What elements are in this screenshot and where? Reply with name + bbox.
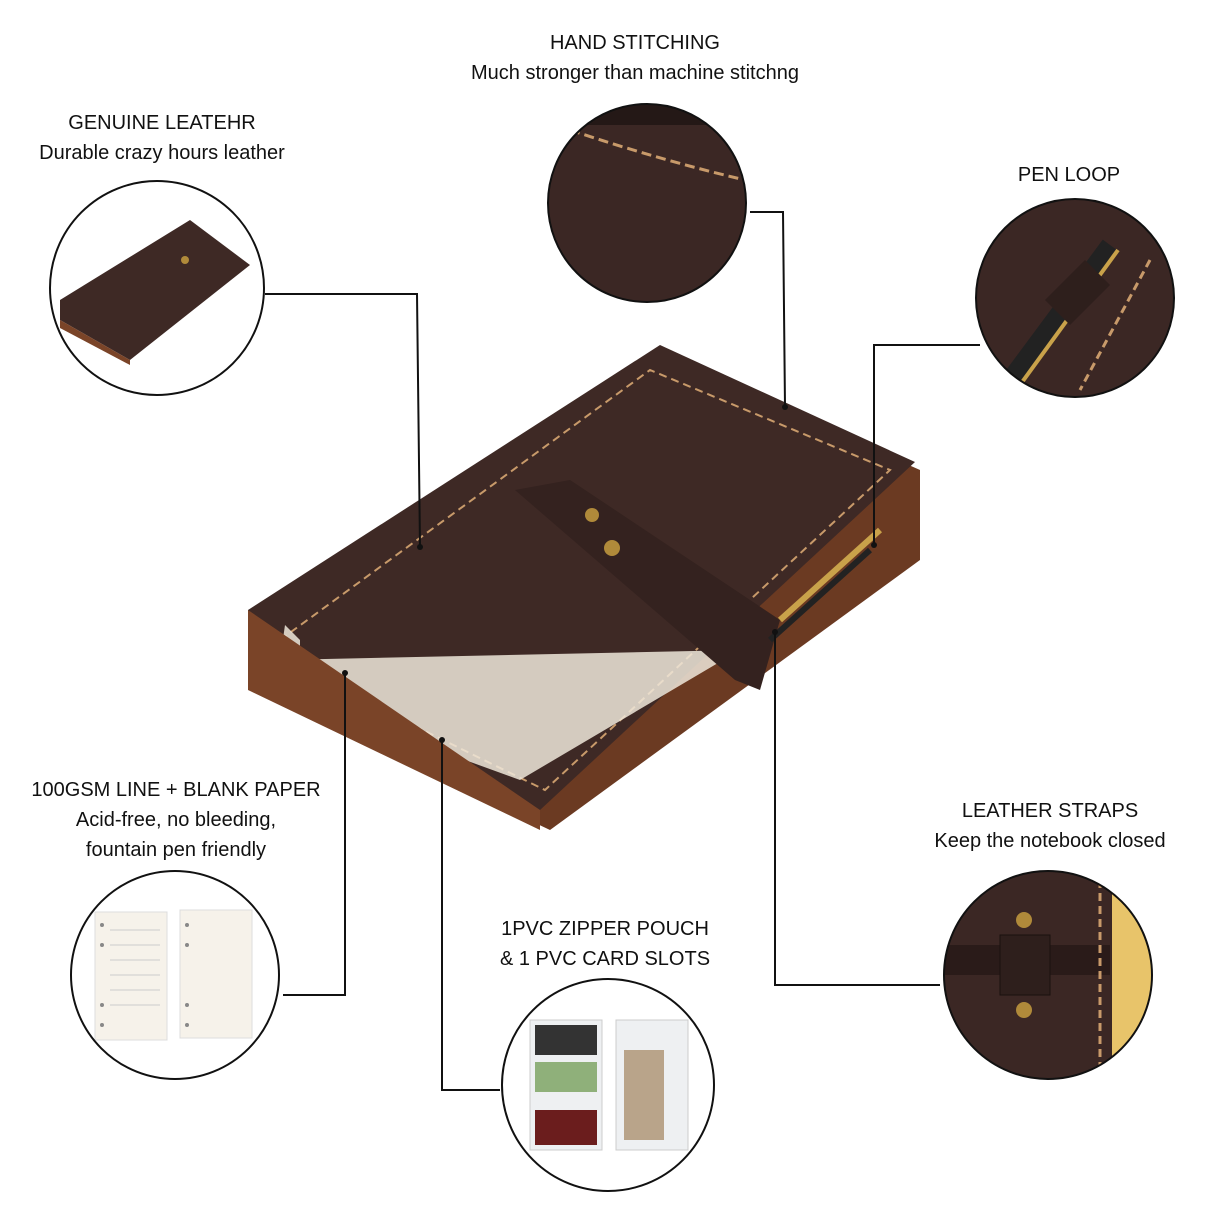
feature-pouch: 1PVC ZIPPER POUCH & 1 PVC CARD SLOTS [500, 914, 710, 974]
feature-desc: Durable crazy hours leather [39, 142, 285, 164]
feature-pen-loop: PEN LOOP [1018, 160, 1120, 190]
feature-genuine-leather: GENUINE LEATEHR Durable crazy hours leat… [39, 108, 285, 168]
hand-stitching-image [547, 103, 747, 303]
feature-desc: fountain pen friendly [85, 839, 267, 861]
feature-title: LEATHER STRAPS [961, 800, 1139, 822]
feature-desc: & 1 PVC CARD SLOTS [499, 948, 711, 970]
leather-notebook [248, 345, 920, 830]
genuine-leather-image [49, 180, 265, 396]
feature-title: HAND STITCHING [549, 32, 720, 54]
feature-title: GENUINE LEATEHR [68, 112, 256, 134]
feature-title: 100GSM LINE + BLANK PAPER [31, 779, 321, 801]
pen-loop-image [975, 198, 1175, 398]
feature-hand-stitching: HAND STITCHING Much stronger than machin… [471, 28, 799, 88]
feature-desc: Acid-free, no bleeding, [75, 809, 277, 831]
feature-desc: Keep the notebook closed [934, 830, 1166, 852]
feature-title: PEN LOOP [1017, 164, 1121, 186]
feature-desc: Much stronger than machine stitchng [471, 62, 799, 84]
pouch-image [501, 978, 715, 1192]
feature-title: 1PVC ZIPPER POUCH [501, 918, 709, 940]
leader-lines [265, 211, 980, 1091]
leather-strap-image [943, 870, 1153, 1080]
feature-leather-straps: LEATHER STRAPS Keep the notebook closed [934, 796, 1165, 856]
feature-paper: 100GSM LINE + BLANK PAPER Acid-free, no … [31, 775, 320, 865]
paper-image [70, 870, 280, 1080]
